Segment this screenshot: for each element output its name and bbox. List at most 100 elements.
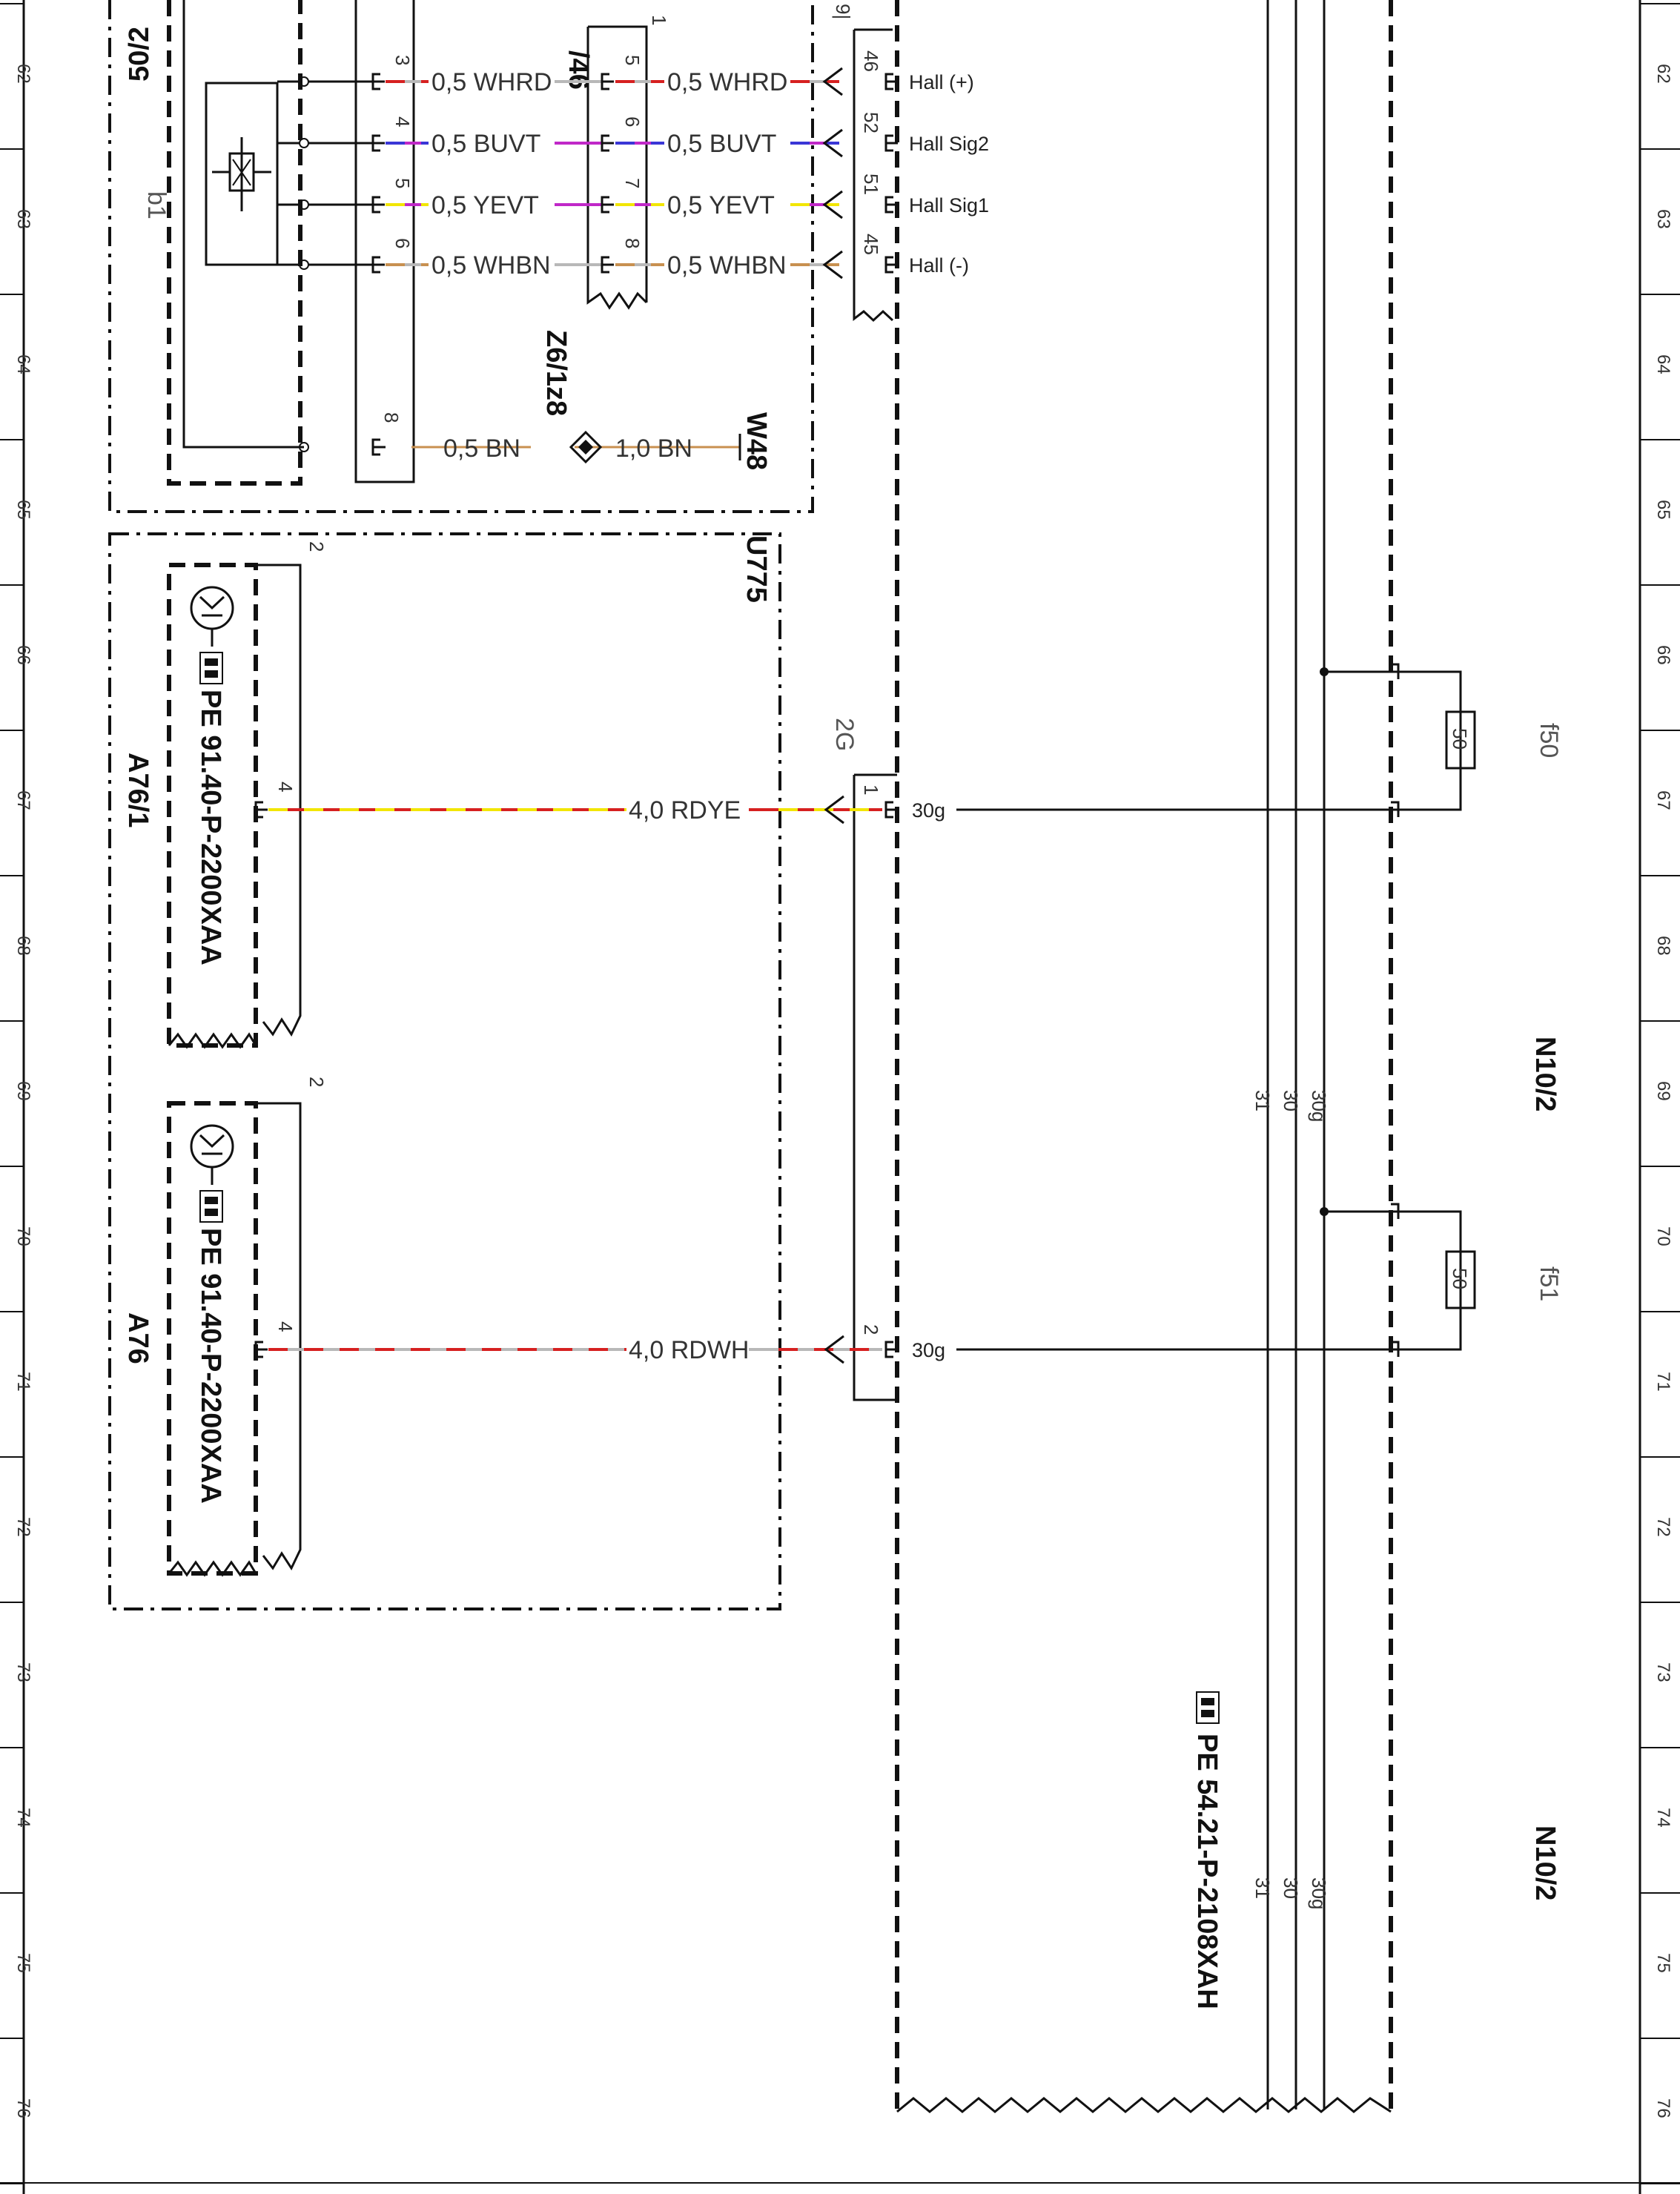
fuse-f50-rating: 50	[1449, 728, 1471, 750]
bus-label-30g-upper: 30g	[1308, 1090, 1330, 1122]
grid-number-left: 72	[13, 1517, 33, 1537]
ground-wire-label-left: 0,5 BN	[443, 434, 520, 463]
grid-number-left: 64	[13, 354, 33, 374]
grid-number-right: 66	[1653, 645, 1673, 665]
grid-number-right: 67	[1653, 790, 1673, 810]
hall-wire-label-right: 0,5 WHRD	[667, 68, 787, 96]
power-terminal-label: 30g	[912, 1339, 945, 1361]
grid-ticks	[0, 3, 1680, 2184]
a76-1-top-pin: 2	[305, 541, 328, 552]
power-connector-arrow	[824, 1335, 844, 1364]
hall-wire-label-left: 0,5 WHBN	[431, 251, 551, 280]
hall-wire-label-left: 0,5 BUVT	[431, 130, 540, 158]
grid-number-left: 71	[13, 1372, 33, 1392]
bus-label-31-upper: 31	[1251, 1090, 1274, 1111]
hall-wire-label-right: 0,5 WHBN	[667, 251, 787, 280]
power-connector-arrow	[824, 795, 844, 825]
pe-ref-a76: PE 91.40-P-2200XAA	[195, 1228, 226, 1504]
u775-label: U775	[741, 535, 772, 603]
grid-number-left: 73	[13, 1662, 33, 1682]
hall-right-pin-number: 51	[860, 174, 882, 195]
grid-number-right: 70	[1653, 1226, 1673, 1246]
hall-left-pin-tick	[371, 134, 385, 152]
grid-number-left: 76	[13, 2098, 33, 2118]
grid-number-right: 76	[1653, 2098, 1673, 2118]
hall-wire-label-left: 0,5 YEVT	[431, 191, 539, 219]
hall-wire-label-right: 0,5 BUVT	[667, 130, 776, 158]
grid-number-right: 74	[1653, 1808, 1673, 1828]
hall-signal-name: Hall (+)	[909, 71, 974, 93]
hall-connector-arrow	[822, 67, 843, 96]
pe-ref-n10-2: PE 54.21-P-2108XAH	[1191, 1734, 1223, 2009]
power-wire-label: 4,0 RDWH	[629, 1336, 749, 1364]
grid-number-right: 69	[1653, 1081, 1673, 1101]
module-a76-label: A76	[122, 1312, 153, 1364]
power-terminal-label: 30g	[912, 799, 945, 822]
hall-right-pin-tick	[884, 134, 898, 152]
fuse-f50-label: f50	[1535, 723, 1563, 758]
hall-wire-junction	[299, 138, 309, 148]
hall-left-pin-tick	[371, 196, 385, 214]
hall-connector-arrow	[822, 250, 843, 280]
hall-right-pin-number: 45	[860, 234, 882, 255]
hall-connector-arrow	[822, 190, 843, 219]
grid-number-left: 65	[13, 500, 33, 520]
ground-wire: 8 0,5 BN 1,0 BN Z6/1z8 W48	[299, 330, 772, 470]
power-connector-pin-number: 2	[860, 1324, 882, 1335]
hall-mid-pin-tick	[601, 256, 614, 274]
hall-left-pin-number: 3	[391, 55, 414, 65]
connector-46-label: /46	[563, 50, 594, 90]
hall-right-pin-number: 52	[860, 112, 882, 133]
hall-connector-arrow	[822, 128, 843, 158]
grid-number-right: 68	[1653, 936, 1673, 956]
grid-number-right: 72	[1653, 1517, 1673, 1537]
power-module-pin-tick	[254, 1341, 268, 1358]
bus-label-30-lower: 30	[1280, 1877, 1302, 1899]
power-module-pin-number: 4	[274, 1321, 297, 1332]
power-module-pin-tick	[254, 801, 268, 819]
connector-9-label: 9|	[832, 4, 854, 19]
grid-number-left: 70	[13, 1226, 33, 1246]
hall-left-pin-number: 5	[391, 178, 414, 188]
hall-signal-name: Hall (-)	[909, 254, 969, 277]
sensor-b1-label: b1	[142, 191, 171, 219]
bus-label-30g-lower: 30g	[1308, 1877, 1330, 1909]
grid-number-right: 75	[1653, 1953, 1673, 1973]
grid-number-right: 71	[1653, 1372, 1673, 1392]
grid-number-left: 67	[13, 790, 33, 810]
grid-number-left: 62	[13, 64, 33, 84]
grid-number-right: 64	[1653, 354, 1673, 374]
hall-mid-pin-number: 6	[621, 116, 644, 127]
fuse-f51-label: f51	[1535, 1266, 1563, 1301]
hall-right-pin-number: 46	[860, 50, 882, 72]
grid-number-left: 75	[13, 1953, 33, 1973]
grid-number-left: 63	[13, 209, 33, 229]
hall-left-pin-tick	[371, 73, 385, 90]
ground-pin-label: 8	[380, 412, 403, 423]
connector-1-label: 1	[648, 15, 670, 25]
grid-number-right: 62	[1653, 64, 1673, 84]
u775-area	[108, 532, 897, 1610]
hall-left-pin-number: 4	[391, 116, 414, 127]
ground-wire-label-right: 1,0 BN	[615, 434, 692, 463]
fuse-f51-rating: 50	[1449, 1268, 1471, 1289]
grid-number-right: 63	[1653, 209, 1673, 229]
n10-2-area	[895, 0, 1476, 2113]
a76-top-pin: 2	[305, 1077, 328, 1087]
grid-number-left: 69	[13, 1081, 33, 1101]
hall-left-pin-tick	[371, 256, 385, 274]
module-a76-1-label: A76/1	[122, 753, 153, 827]
grid-number-left: 68	[13, 936, 33, 956]
hall-mid-pin-tick	[601, 196, 614, 214]
hall-signal-name: Hall Sig1	[909, 194, 989, 217]
hall-left-pin-number: 6	[391, 238, 414, 248]
top-component-area	[108, 0, 894, 513]
hall-mid-pin-tick	[601, 73, 614, 90]
hall-mid-pin-number: 7	[621, 178, 644, 188]
bus-label-30-upper: 30	[1280, 1090, 1302, 1111]
hall-wire-label-left: 0,5 WHRD	[431, 68, 552, 96]
